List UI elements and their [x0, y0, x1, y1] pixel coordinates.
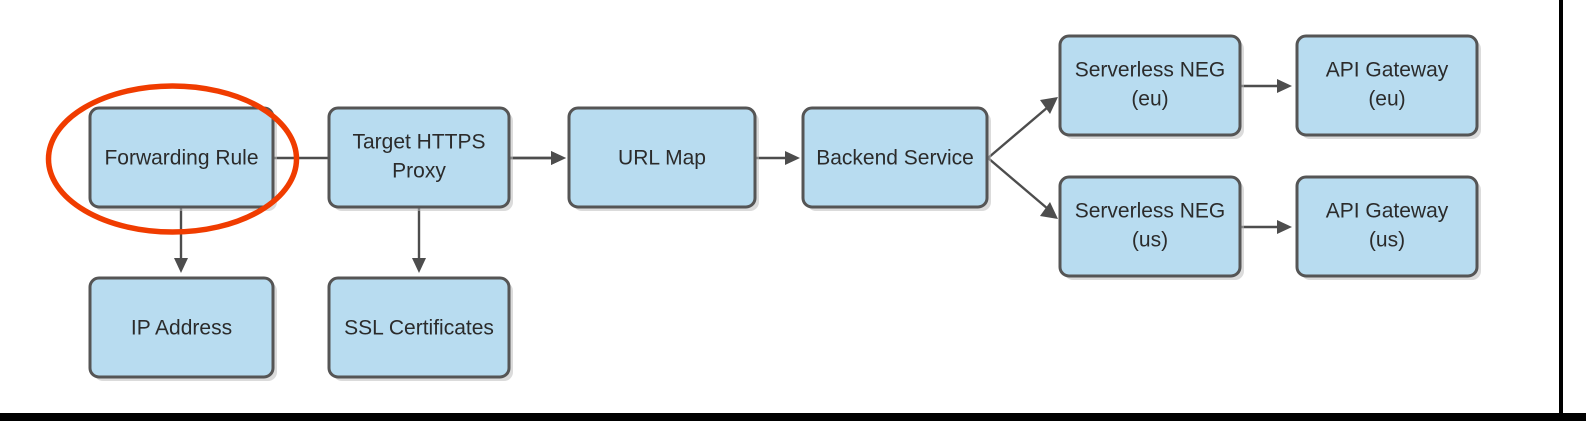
edge-line: [987, 106, 1049, 159]
node-label: IP Address: [131, 317, 232, 340]
node-label: SSL Certificates: [344, 317, 494, 340]
node-api-gateway-us[interactable]: API Gateway (us): [1295, 175, 1481, 280]
arrowhead-icon: [412, 258, 426, 273]
node-ssl-certificates[interactable]: SSL Certificates: [327, 276, 513, 381]
edge-serverless-neg-eu-to-api-gateway-eu: [1240, 79, 1292, 93]
highlight-ellipse-forwarding-rule: [45, 83, 300, 235]
node-label-line2: (us): [1369, 229, 1405, 252]
node-label-line1: Serverless NEG: [1075, 200, 1226, 223]
node-label-line2: (us): [1132, 229, 1168, 252]
arrowhead-icon: [1040, 202, 1058, 219]
node-rect[interactable]: [567, 106, 757, 209]
node-backend-service[interactable]: Backend Service: [801, 106, 991, 211]
node-label-line1: API Gateway: [1326, 200, 1449, 223]
node-serverless-neg-eu[interactable]: Serverless NEG (eu): [1058, 34, 1244, 139]
arrowhead-icon: [1277, 79, 1292, 93]
node-target-https-proxy[interactable]: Target HTTPS Proxy: [327, 106, 513, 211]
node-label-line2: Proxy: [392, 160, 446, 183]
edge-target-https-proxy-to-url-map: [509, 151, 566, 165]
node-label: URL Map: [618, 147, 706, 170]
node-rect[interactable]: [327, 276, 511, 379]
arrowhead-icon: [174, 258, 188, 273]
arrowhead-icon: [1277, 220, 1292, 234]
arrowhead-icon: [785, 151, 800, 165]
arrowhead-icon: [551, 151, 566, 165]
node-rect[interactable]: [1295, 175, 1479, 278]
node-url-map[interactable]: URL Map: [567, 106, 759, 211]
node-label-line1: Serverless NEG: [1075, 59, 1226, 82]
node-label: Forwarding Rule: [104, 147, 258, 170]
arrowhead-icon: [1040, 97, 1058, 114]
node-label-line2: (eu): [1131, 88, 1168, 111]
edge-backend-service-to-serverless-neg-us: [987, 157, 1058, 219]
node-ip-address[interactable]: IP Address: [88, 276, 277, 381]
node-rect[interactable]: [1058, 34, 1242, 137]
edge-serverless-neg-us-to-api-gateway-us: [1240, 220, 1292, 234]
node-rect[interactable]: [88, 276, 275, 379]
node-rect[interactable]: [327, 106, 511, 209]
node-serverless-neg-us[interactable]: Serverless NEG (us): [1058, 175, 1244, 280]
node-rect[interactable]: [801, 106, 989, 209]
node-rect[interactable]: [88, 106, 275, 209]
node-label: Backend Service: [816, 147, 974, 170]
edge-target-https-proxy-to-ssl-certificates: [412, 207, 426, 273]
node-label-line1: Target HTTPS: [352, 131, 485, 154]
node-label-line1: API Gateway: [1326, 59, 1449, 82]
node-layer: Forwarding Rule Target HTTPS Proxy URL M…: [88, 34, 1481, 381]
node-rect[interactable]: [1058, 175, 1242, 278]
node-label-line2: (eu): [1368, 88, 1405, 111]
edge-backend-service-to-serverless-neg-eu: [987, 97, 1058, 159]
node-forwarding-rule[interactable]: Forwarding Rule: [88, 106, 277, 211]
node-rect[interactable]: [1295, 34, 1479, 137]
node-api-gateway-eu[interactable]: API Gateway (eu): [1295, 34, 1481, 139]
annotation-layer: [45, 83, 300, 235]
edge-line: [987, 157, 1049, 210]
frame-border-right: [1559, 0, 1563, 421]
frame-border-bottom: [0, 413, 1586, 421]
edge-forwarding-rule-to-ip-address: [174, 207, 188, 273]
edge-url-map-to-backend-service: [755, 151, 800, 165]
